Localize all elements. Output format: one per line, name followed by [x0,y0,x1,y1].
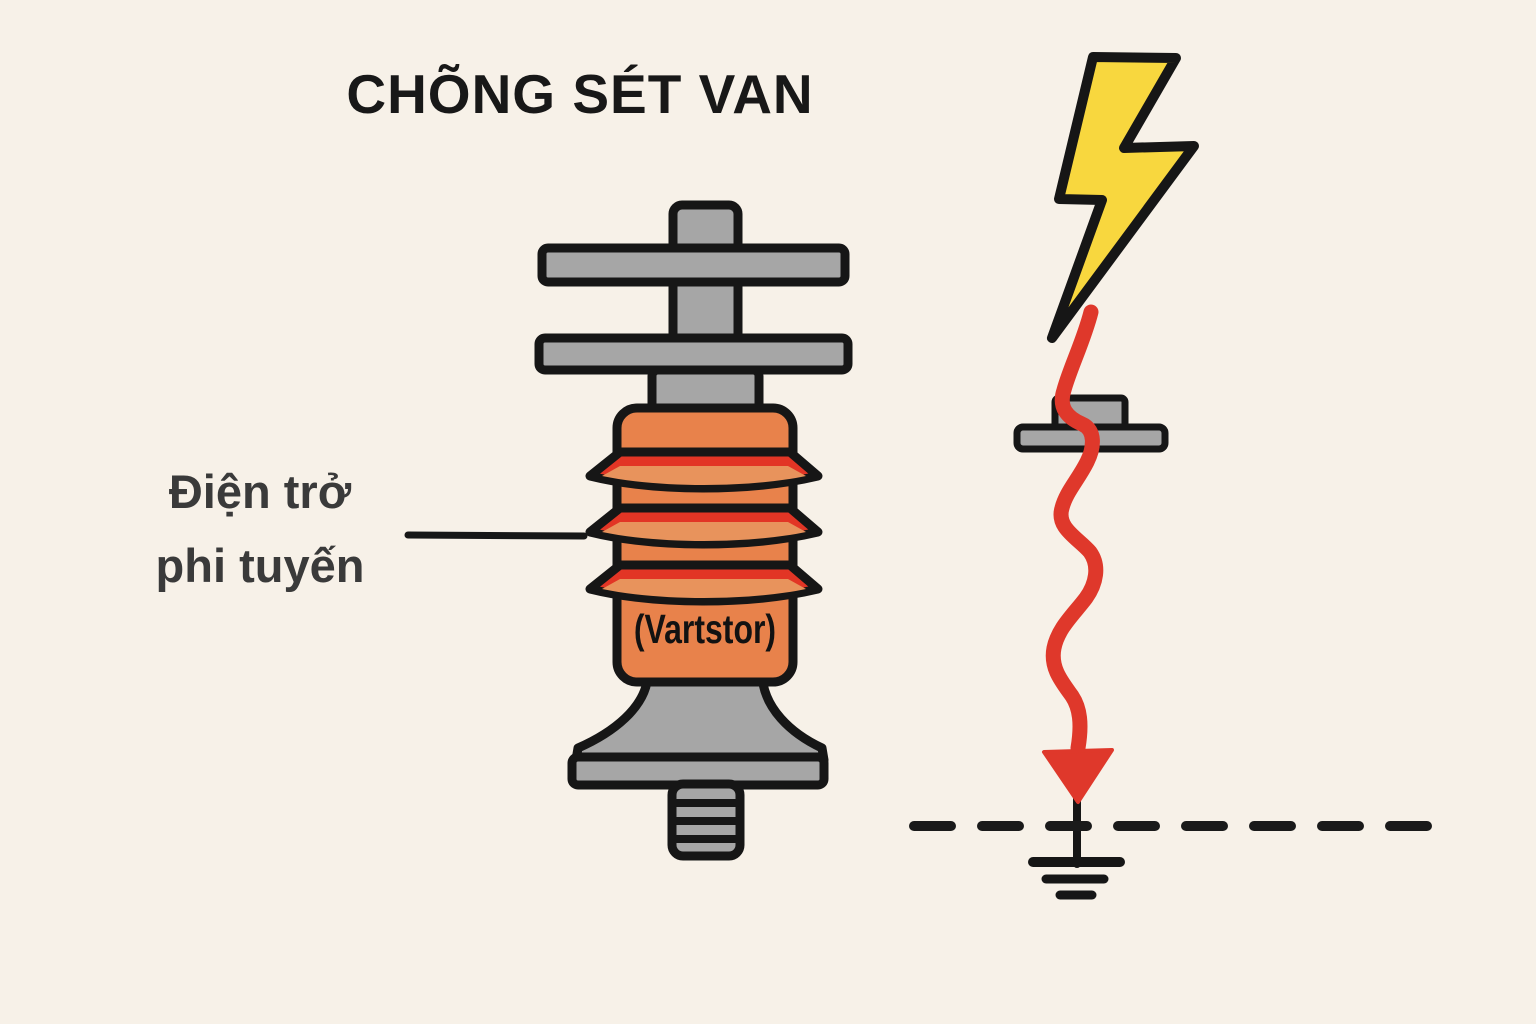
arrester-flange-bar-1 [537,243,850,287]
lightning-bolt-icon [1047,52,1199,343]
varistor-fin-1 [585,447,823,493]
surge-arrester-illustration [404,200,853,861]
label-leader-line [404,531,588,540]
earth-ground-symbol-icon [1028,857,1125,900]
label-nonlinear-resistor-line1: Điện trở [168,465,352,518]
varistor-body-label: (Vartstor) [633,606,777,652]
lightning-strike-illustration [909,52,1443,900]
page-title: CHÕNG SÉT VAN [346,63,814,125]
surge-current-arrow-icon [1045,304,1104,756]
stud-thread-lines [672,799,741,843]
varistor-fin-2 [585,503,823,549]
label-nonlinear-resistor: Điện trở phi tuyến [85,455,435,603]
surge-arrowhead [1042,748,1114,804]
label-nonlinear-resistor-line2: phi tuyến [155,539,365,592]
varistor-fin-3 [585,560,823,606]
arrester-flange-bar-2 [534,333,853,375]
